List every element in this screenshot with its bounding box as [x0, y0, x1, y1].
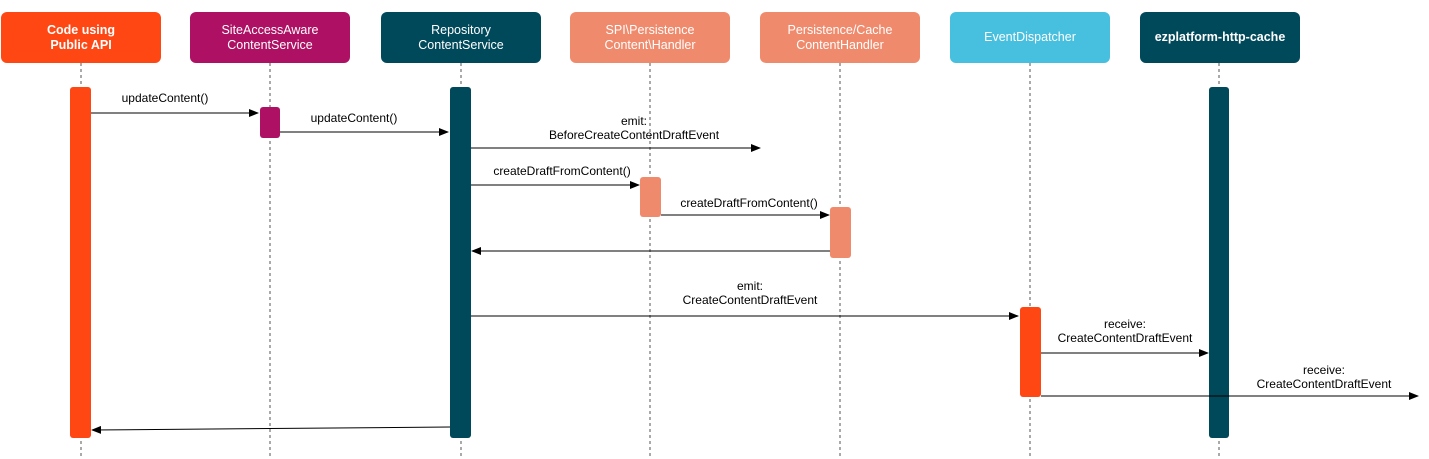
- activation-httpcache: [1209, 87, 1229, 438]
- participant-code-using-public-api: Code using Public API: [1, 12, 161, 63]
- label-receive-2: receive:: [1303, 363, 1345, 377]
- label-create-content-draft-event-1: CreateContentDraftEvent: [683, 293, 818, 307]
- label-emit-1: emit:: [621, 114, 647, 128]
- label-create-draft-from-content-2: createDraftFromContent(): [680, 196, 817, 210]
- activation-repository: [450, 87, 471, 438]
- arrow-return-to-code: [91, 425, 451, 434]
- activation-siteaccess: [260, 107, 280, 138]
- activation-dispatcher: [1020, 307, 1041, 397]
- activation-cache: [830, 207, 851, 258]
- activation-code: [70, 87, 91, 438]
- participant-persistence-cache-contenthandler: Persistence/Cache ContentHandler: [760, 12, 920, 63]
- participant-ezplatform-http-cache: ezplatform-http-cache: [1140, 12, 1300, 63]
- participant-repository-contentservice: Repository ContentService: [381, 12, 541, 63]
- label-update-content-1: updateContent(): [122, 91, 209, 105]
- participant-spi-persistence-content-handler: SPI\Persistence Content\Handler: [570, 12, 730, 63]
- label-receive-1: receive:: [1104, 317, 1146, 331]
- activation-spi: [640, 177, 661, 217]
- label-emit-2: emit:: [737, 279, 763, 293]
- label-create-content-draft-event-2: CreateContentDraftEvent: [1058, 331, 1193, 345]
- label-create-content-draft-event-3: CreateContentDraftEvent: [1257, 377, 1392, 391]
- label-create-draft-from-content-1: createDraftFromContent(): [493, 164, 630, 178]
- label-before-create-content-draft-event: BeforeCreateContentDraftEvent: [549, 128, 720, 142]
- participant-siteaccessaware-contentservice: SiteAccessAware ContentService: [190, 12, 350, 63]
- label-update-content-2: updateContent(): [311, 111, 398, 125]
- participant-eventdispatcher: EventDispatcher: [950, 12, 1110, 63]
